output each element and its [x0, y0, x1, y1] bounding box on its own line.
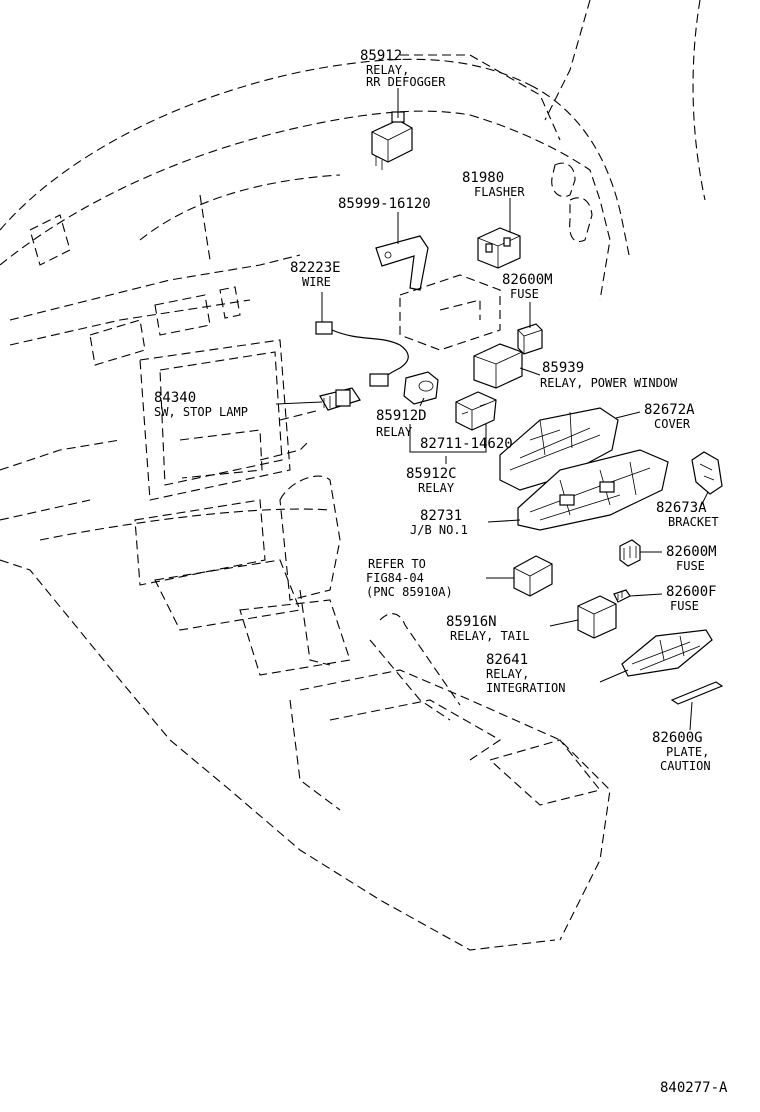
part-description: J/B NO.1: [410, 523, 468, 537]
callout-85916n: 85916N RELAY, TAIL: [446, 614, 529, 643]
leader-lines: [275, 88, 709, 731]
callout-82600g: 82600G PLATE, CAUTION: [652, 730, 711, 773]
part-description: PLATE,: [666, 745, 709, 759]
part-number: 82711-14620: [420, 436, 513, 452]
part-description: FUSE: [670, 599, 699, 613]
relay-reference-drawing: [513, 555, 553, 597]
part-description: RELAY: [376, 425, 413, 439]
relay-power-window-drawing: [473, 343, 523, 389]
part-description: RR DEFOGGER: [366, 75, 446, 89]
part-number: 82600M: [502, 272, 553, 288]
callout-82641: 82641 RELAY, INTEGRATION: [486, 652, 565, 695]
part-number: 85912C: [406, 466, 457, 482]
part-number: 82641: [486, 652, 528, 668]
junction-block-82731-drawing: [517, 449, 669, 531]
callout-85912c: 85912C RELAY: [406, 466, 457, 495]
callout-reference: REFER TO FIG84-04 (PNC 85910A): [366, 557, 453, 599]
callout-82600m-top: 82600M FUSE: [502, 272, 553, 301]
part-number: 85999-16120: [338, 196, 431, 212]
part-number: 82731: [420, 508, 462, 524]
part-number: 82600M: [666, 544, 717, 560]
part-description: COVER: [654, 417, 691, 431]
cover-82672a-drawing: [499, 407, 619, 491]
part-description: FUSE: [510, 287, 539, 301]
callout-84340: 84340 SW, STOP LAMP: [154, 390, 248, 419]
part-number: 81980: [462, 170, 504, 186]
stop-lamp-switch-drawing: [319, 387, 361, 411]
part-description: FUSE: [676, 559, 705, 573]
drawing-id: 840277-A: [660, 1080, 728, 1096]
relay-85912d-drawing: [403, 371, 439, 405]
callout-82672a: 82672A COVER: [644, 402, 695, 431]
callout-81980: 81980 FLASHER: [462, 170, 525, 199]
part-description: BRACKET: [668, 515, 719, 529]
part-number: 85912D: [376, 408, 427, 424]
part-description: INTEGRATION: [486, 681, 565, 695]
bracket-82673a-drawing: [691, 451, 723, 495]
part-number: 85916N: [446, 614, 497, 630]
fuse-82600m-top-drawing: [517, 323, 543, 355]
part-description: WIRE: [302, 275, 331, 289]
part-number: 85939: [542, 360, 584, 376]
part-description: RELAY: [418, 481, 455, 495]
flasher-drawing: [477, 227, 521, 269]
relay-integration-drawing: [621, 629, 713, 677]
part-number: 82672A: [644, 402, 695, 418]
callout-82223e: 82223E WIRE: [290, 260, 341, 289]
dashboard-outline: [0, 0, 706, 951]
relay-85912c-drawing: [455, 391, 497, 431]
part-number: 82673A: [656, 500, 707, 516]
junction-blocks-behind: [399, 274, 501, 351]
callout-82711-14620: 82711-14620: [420, 436, 513, 452]
reference-line: (PNC 85910A): [366, 585, 453, 599]
relay-rr-defogger-drawing: [371, 111, 413, 170]
callout-85939: 85939 RELAY, POWER WINDOW: [540, 360, 678, 390]
fuse-82600m-lower-drawing: [619, 539, 641, 567]
part-number: 84340: [154, 390, 196, 406]
relay-tail-drawing: [577, 595, 617, 639]
callout-82673a: 82673A BRACKET: [656, 500, 719, 529]
part-description: FLASHER: [474, 185, 525, 199]
wire-82223e-drawing: [315, 321, 409, 387]
callout-85912d: 85912D RELAY: [376, 408, 427, 439]
callout-82731: 82731 J/B NO.1: [410, 508, 468, 537]
reference-line: FIG84-04: [366, 571, 424, 585]
reference-line: REFER TO: [368, 557, 426, 571]
callout-85912: 85912 RELAY, RR DEFOGGER: [360, 48, 446, 89]
fuse-82600f-drawing: [613, 589, 631, 603]
caution-plate-drawing: [670, 681, 724, 705]
bracket-85999-drawing: [375, 235, 429, 291]
callout-85999-16120: 85999-16120: [338, 196, 431, 212]
part-number: 82223E: [290, 260, 341, 276]
part-description: CAUTION: [660, 759, 711, 773]
callout-82600m-lower: 82600M FUSE: [666, 544, 717, 573]
part-description: RELAY, TAIL: [450, 629, 529, 643]
part-description: RELAY,: [486, 667, 529, 681]
part-number: 85912: [360, 48, 402, 64]
part-number: 82600G: [652, 730, 703, 746]
callout-82600f: 82600F FUSE: [666, 584, 717, 613]
part-description: RELAY,: [366, 63, 409, 77]
part-description: RELAY, POWER WINDOW: [540, 376, 678, 390]
part-number: 82600F: [666, 584, 717, 600]
part-description: SW, STOP LAMP: [154, 405, 248, 419]
